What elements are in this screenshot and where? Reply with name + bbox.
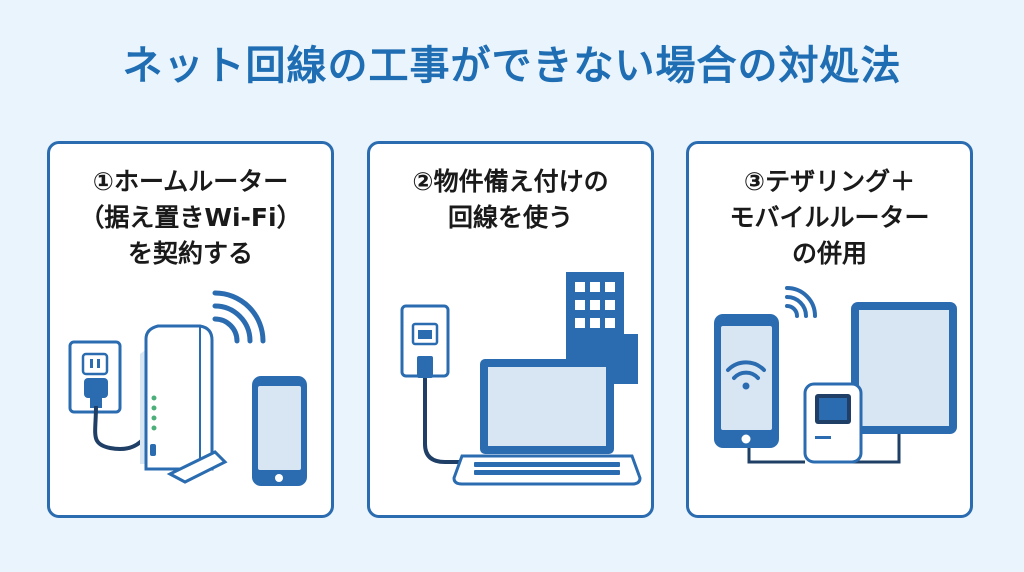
card-title: ②物件備え付けの 回線を使う xyxy=(412,167,609,232)
card-title: ③テザリング＋ モバイルルーター の併用 xyxy=(729,167,930,268)
mobile-router-icon xyxy=(803,382,863,464)
page-title: ネット回線の工事ができない場合の対処法 xyxy=(122,43,902,89)
tablet-icon xyxy=(851,302,957,434)
option-card-building-line: ②物件備え付けの 回線を使う xyxy=(367,141,654,518)
smartphone-icon xyxy=(714,314,779,448)
lan-wall-port-icon xyxy=(400,304,450,378)
power-outlet-icon xyxy=(68,340,122,414)
tethering-illustration xyxy=(714,286,957,464)
option-card-home-router: ①ホームルーター （据え置きWi-Fi） を契約する xyxy=(47,141,334,518)
laptop-icon xyxy=(452,359,642,486)
wifi-signal-icon xyxy=(212,290,266,344)
home-router-icon xyxy=(140,324,228,484)
wifi-signal-icon xyxy=(785,286,817,318)
card-title: ①ホームルーター （据え置きWi-Fi） を契約する xyxy=(79,167,302,268)
home-router-illustration xyxy=(68,290,307,486)
building-line-illustration xyxy=(400,272,642,486)
smartphone-icon xyxy=(252,376,307,486)
option-card-tethering: ③テザリング＋ モバイルルーター の併用 xyxy=(686,141,973,518)
